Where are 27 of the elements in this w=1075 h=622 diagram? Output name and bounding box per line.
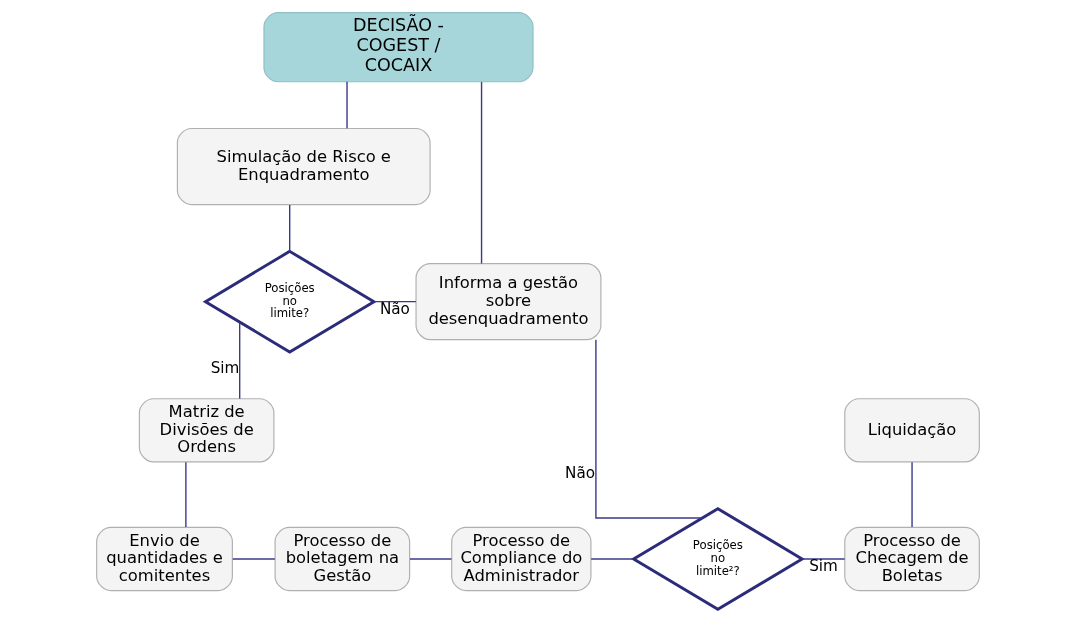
node-box: Simulação de Risco e Enquadramento [176, 127, 431, 206]
node-box: Matriz de Divisões de Ordens [138, 398, 274, 463]
connector [480, 81, 482, 265]
node-box: Liquidação [843, 398, 980, 463]
node-diamond: Posições no limite²? [630, 507, 805, 611]
connector [372, 300, 417, 303]
node-box: Processo de Compliance do Administrador [450, 526, 592, 592]
node-box: DECISÃO - COGEST / COCAIX [262, 12, 534, 83]
edge-label: Sim [808, 557, 838, 576]
node-box: Processo de Checagem de Boletas [843, 526, 980, 592]
node-box: Informa a gestão sobre desenquadramento [414, 263, 601, 341]
connector [238, 321, 240, 400]
connector [231, 558, 276, 560]
connector [594, 339, 703, 519]
node-box: Envio de quantidades e comitentes [95, 526, 233, 592]
node-diamond: Posições no limite? [202, 249, 377, 354]
connector [288, 204, 290, 252]
connector [184, 461, 187, 528]
edge-label: Não [379, 299, 410, 318]
connector [589, 558, 634, 560]
edge-label: Sim [210, 358, 239, 377]
connector [801, 558, 845, 560]
connector [345, 81, 348, 130]
connector [910, 461, 913, 528]
node-box: Processo de boletagem na Gestão [274, 526, 410, 592]
edge-label: Não [564, 463, 595, 482]
connector [408, 558, 452, 560]
